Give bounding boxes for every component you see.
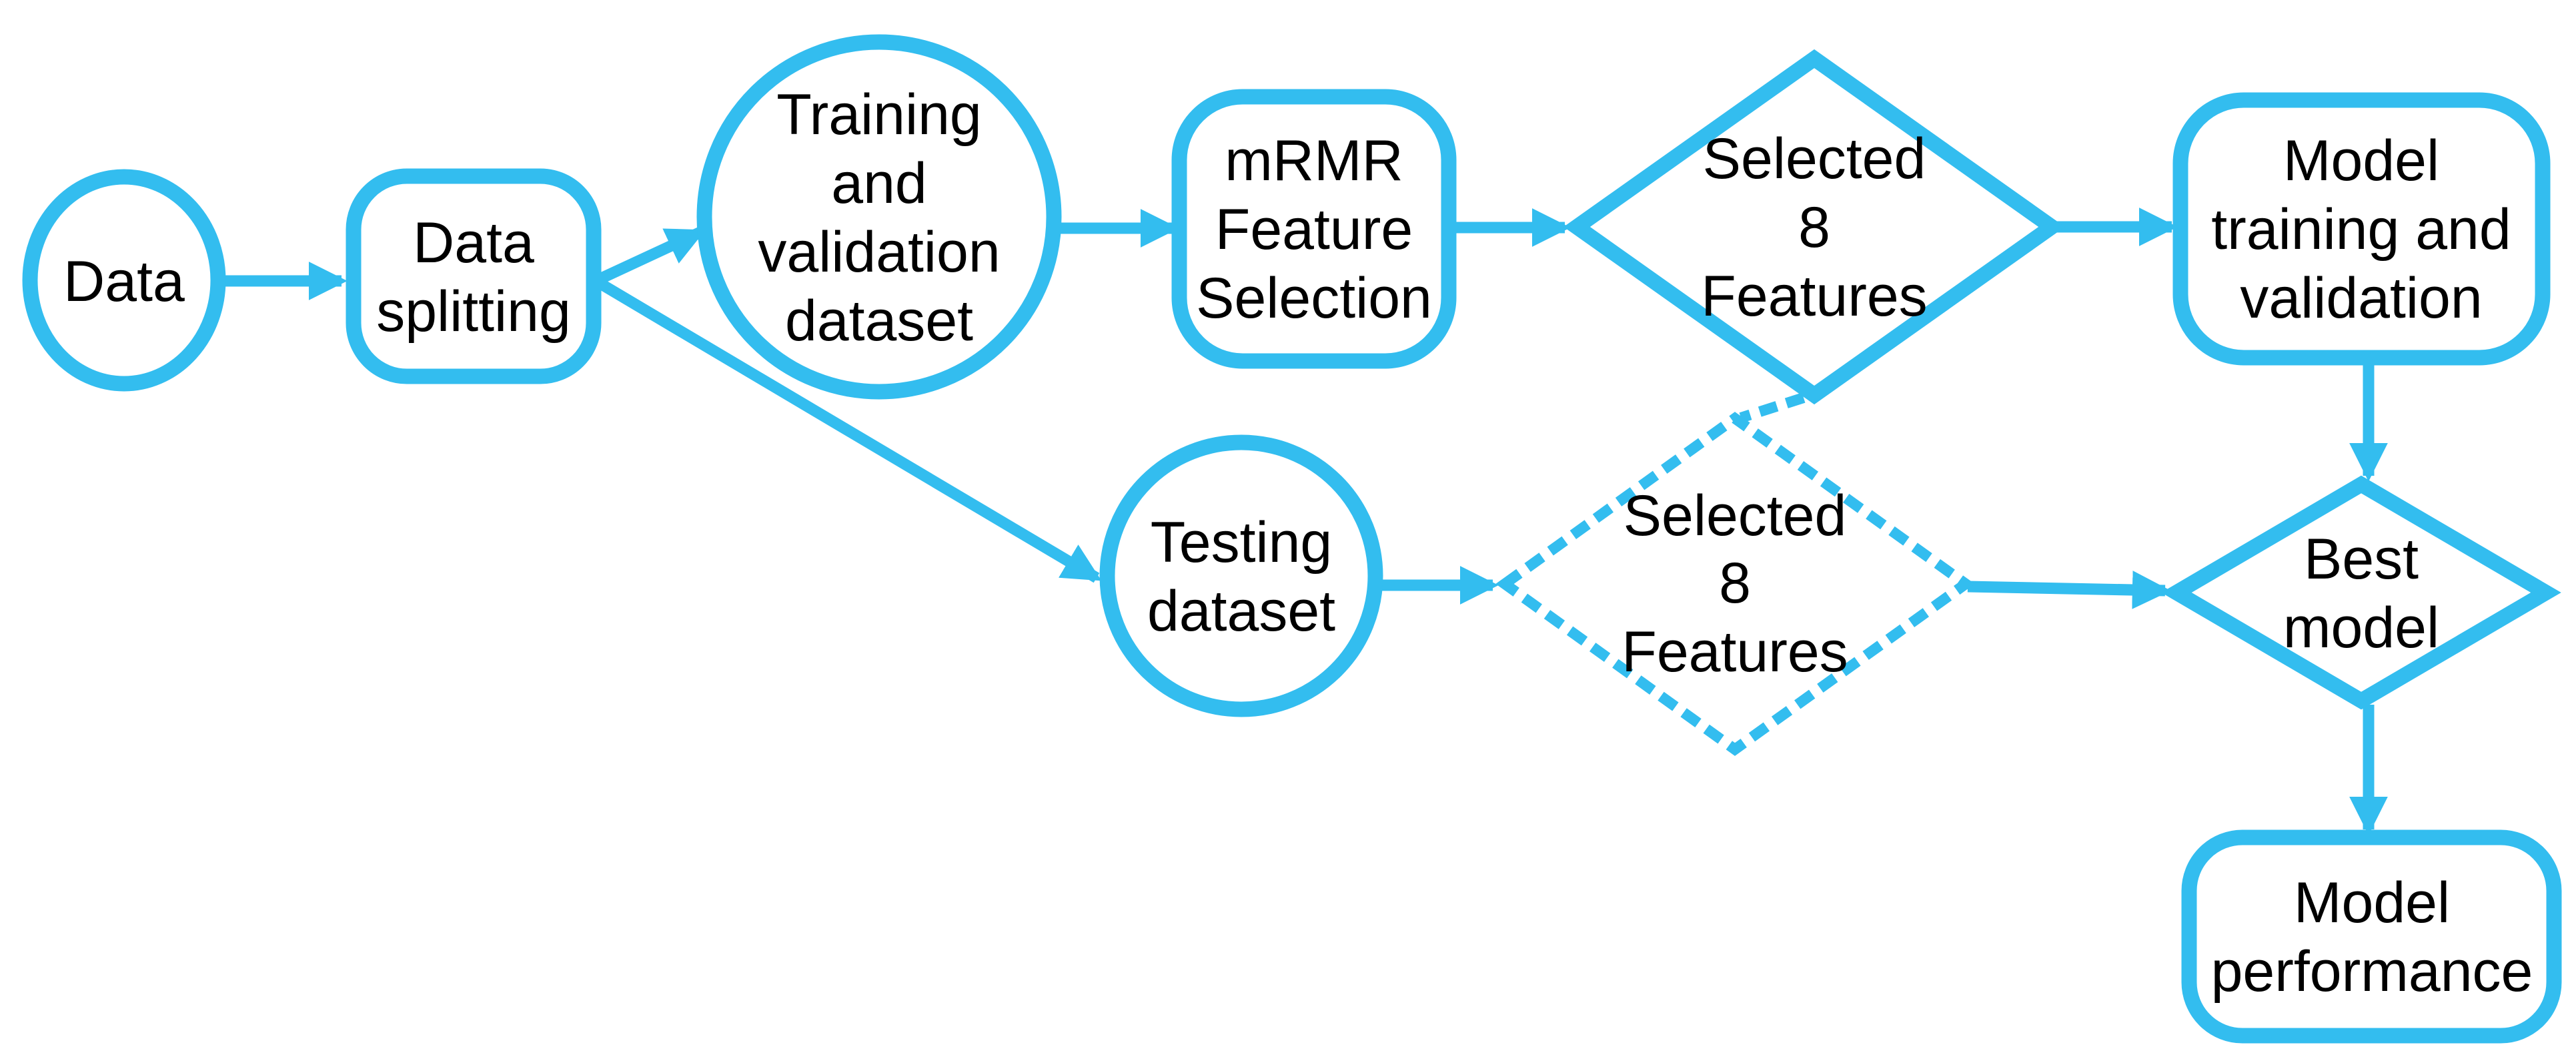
- node-label-line: Selection: [1196, 266, 1432, 330]
- node-label-line: Selected: [1624, 484, 1847, 548]
- node-label-line: training and: [2211, 198, 2511, 262]
- node-best-model: Best model: [2161, 475, 2561, 710]
- node-label-line: model: [2283, 596, 2439, 660]
- node-label-line: Model: [2283, 129, 2439, 193]
- edge-selected-8-features-testing-to-best-model: [1967, 571, 2171, 609]
- node-label-line: Selected: [1703, 127, 1926, 191]
- mrmr-feature-selection-box: [1171, 89, 1457, 369]
- testing-dataset-circle: [1099, 434, 1383, 717]
- node-label-line: validation: [758, 220, 1000, 284]
- node-model-training-validation: Model training and validation: [2172, 92, 2551, 366]
- selected-8-features-training-diamond: [1563, 49, 2065, 405]
- node-label-line: validation: [2240, 266, 2482, 330]
- node-label-line: performance: [2211, 940, 2533, 1004]
- node-label-line: Features: [1622, 620, 1848, 684]
- node-selected-8-features-testing: Selected 8 Features: [1495, 412, 1975, 756]
- node-model-performance: Model performance: [2181, 829, 2562, 1044]
- edge-data-splitting-to-training-validation-dataset: [594, 227, 706, 286]
- node-label-line: Data: [413, 211, 534, 275]
- edge-data-splitting-to-testing-dataset: [594, 276, 1102, 583]
- node-data-splitting: Data splitting: [346, 168, 602, 384]
- node-label-line: mRMR: [1225, 129, 1403, 193]
- node-label-line: Training: [776, 83, 982, 147]
- node-label-line: dataset: [1147, 579, 1335, 643]
- node-testing-dataset: Testing dataset: [1099, 434, 1383, 717]
- node-label-line: 8: [1719, 551, 1751, 615]
- selected-8-features-testing-diamond: [1495, 412, 1975, 756]
- model-performance-box: [2181, 829, 2562, 1044]
- node-data: Data: [22, 169, 226, 392]
- node-label-line: dataset: [785, 289, 973, 353]
- training-validation-dataset-circle: [696, 34, 1062, 400]
- node-label-line: Data: [63, 250, 185, 314]
- node-selected-8-features-training: Selected 8 Features: [1563, 49, 2065, 405]
- node-label-line: Features: [1701, 264, 1927, 328]
- node-label-line: Best: [2304, 527, 2419, 591]
- node-label-line: Feature: [1215, 198, 1413, 262]
- node-label-line: splitting: [376, 280, 571, 344]
- node-label-line: 8: [1798, 196, 1830, 260]
- edge-dashed-link-between-selected-features-diamonds: [1739, 392, 1806, 423]
- node-mrmr-feature-selection: mRMR Feature Selection: [1171, 89, 1457, 369]
- edges-layer: [218, 208, 2388, 835]
- node-training-validation-dataset: Training and validation dataset: [696, 34, 1062, 400]
- model-training-validation-box: [2172, 92, 2551, 366]
- data-splitting-box: [346, 168, 602, 384]
- best-model-diamond: [2161, 475, 2561, 710]
- node-label-line: and: [831, 151, 927, 216]
- node-label-line: Model: [2294, 871, 2450, 935]
- data-circle: [22, 169, 226, 392]
- node-label-line: Testing: [1151, 510, 1333, 575]
